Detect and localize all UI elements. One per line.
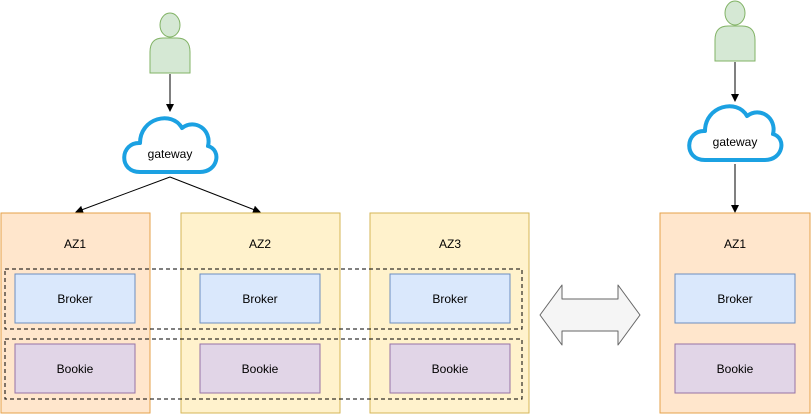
bookie-box: [199, 343, 321, 394]
zone-label: AZ3: [439, 237, 461, 251]
zone-label: AZ1: [724, 237, 746, 251]
arrow-gateway-to-az1: [75, 176, 171, 214]
gateway-cloud-right: gateway: [687, 104, 784, 162]
broker-box: [14, 273, 136, 324]
bookie-label: Bookie: [717, 362, 754, 376]
gateway-cloud-left: gateway: [122, 116, 219, 174]
bookie-box: [14, 343, 136, 394]
broker-cluster-group: [4, 268, 523, 330]
arrow-gateway-to-az2: [169, 176, 261, 214]
cloud-icon: [122, 116, 219, 174]
user-icon: [714, 0, 756, 62]
broker-box: [674, 273, 796, 324]
double-arrow-icon: [539, 284, 641, 346]
bookie-box: [389, 343, 511, 394]
bookie-cluster-group: [4, 338, 523, 400]
user-icon: [149, 12, 191, 74]
broker-box: [199, 273, 321, 324]
availability-zone-az2: AZ2 Broker Bookie: [180, 212, 341, 414]
broker-label: Broker: [57, 292, 92, 306]
bookie-box: [674, 343, 796, 394]
bookie-label: Bookie: [57, 362, 94, 376]
availability-zone-az1-right: AZ1 Broker Bookie: [659, 212, 811, 414]
cloud-icon: [687, 104, 784, 162]
zone-label: AZ1: [64, 237, 86, 251]
broker-label: Broker: [432, 292, 467, 306]
gateway-label: gateway: [713, 135, 758, 149]
bookie-label: Bookie: [432, 362, 469, 376]
broker-box: [389, 273, 511, 324]
broker-label: Broker: [717, 292, 752, 306]
availability-zone-az3: AZ3 Broker Bookie: [369, 212, 530, 414]
zone-label: AZ2: [249, 237, 271, 251]
availability-zone-az1: AZ1 Broker Bookie: [0, 212, 151, 414]
bookie-label: Bookie: [242, 362, 279, 376]
broker-label: Broker: [242, 292, 277, 306]
gateway-label: gateway: [148, 147, 193, 161]
